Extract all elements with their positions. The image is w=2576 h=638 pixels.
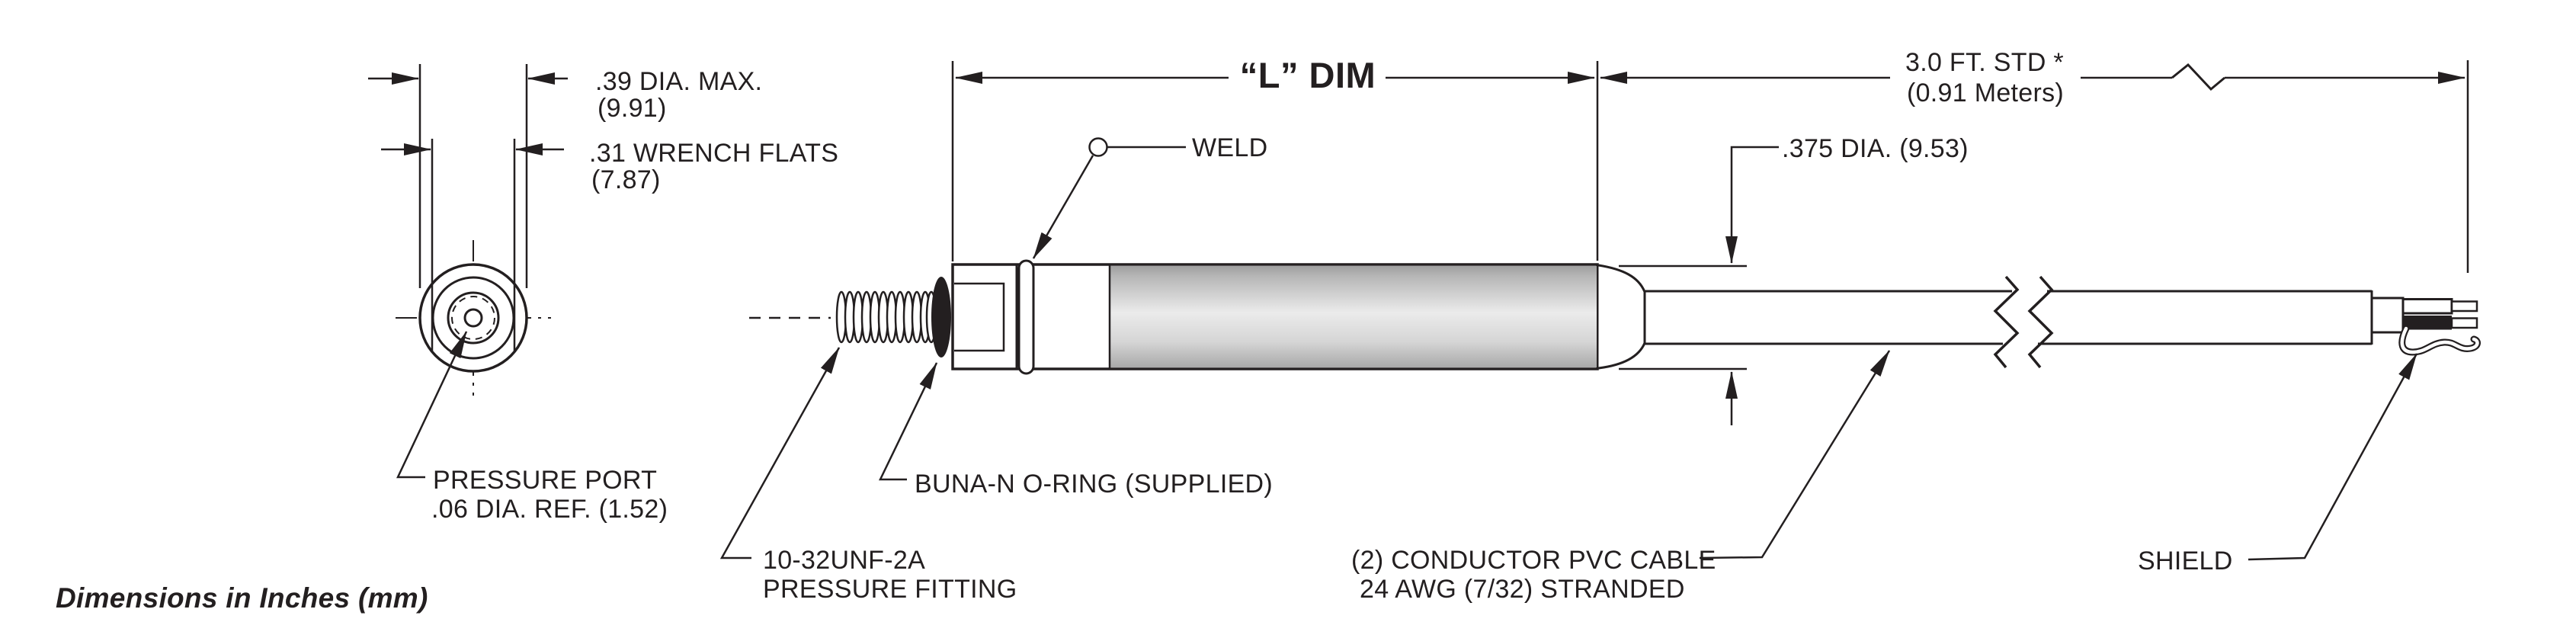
labels: .39 DIA. MAX. (9.91) .31 WRENCH FLATS (7…	[56, 48, 2233, 614]
pressure-port-label-line1: PRESSURE PORT	[433, 466, 657, 495]
weld-leader-balloon	[1088, 137, 1108, 157]
units-note: Dimensions in Inches (mm)	[56, 582, 428, 614]
threaded-fitting	[835, 290, 937, 344]
cable-break-zigzag-right	[2027, 275, 2054, 369]
cable-length-label-line2: (0.91 Meters)	[1907, 79, 2064, 107]
thread-dashed-circle	[451, 296, 495, 340]
inner-insulation-block	[2370, 297, 2405, 334]
body-taper-dome	[1598, 264, 1646, 370]
side-view	[749, 259, 2481, 375]
wrench-flats-label-line2: (7.87)	[591, 165, 661, 194]
weld-leader	[1032, 155, 1094, 259]
pressure-port-leader	[396, 331, 468, 479]
shield-drain-wire	[2400, 326, 2479, 354]
l-dim-label: “L” DIM	[1240, 55, 1376, 95]
shield-label: SHIELD	[2138, 547, 2233, 575]
oring-label: BUNA-N O-RING (SUPPLIED)	[915, 470, 1273, 499]
dia-max-label-line2: (9.91)	[598, 94, 667, 123]
o-ring	[931, 277, 951, 357]
body-dia-arrow-top	[1725, 146, 1779, 264]
cable-stripped-end	[2370, 297, 2481, 356]
cable-length-label-line1: 3.0 FT. STD *	[1905, 48, 2064, 77]
fitting-label-line1: 10-32UNF-2A	[763, 546, 925, 575]
end-view	[368, 64, 568, 479]
black-wire-bare-conductor	[2450, 317, 2478, 329]
oring-leader	[879, 362, 938, 481]
fitting-label-line2: PRESSURE FITTING	[763, 575, 1017, 604]
cable-label-line2: 24 AWG (7/32) STRANDED	[1360, 575, 1685, 604]
hex-flat-face-line	[954, 282, 1005, 352]
fitting-leader	[719, 347, 841, 559]
cable-label-leader	[1699, 350, 1891, 559]
cable-length-break-symbol	[2171, 63, 2225, 91]
cable-break-zigzag-left	[1993, 275, 2020, 369]
wrench-flats-label-line1: .31 WRENCH FLATS	[589, 139, 838, 168]
weld-label: WELD	[1192, 133, 1267, 162]
pressure-port-label-line2: .06 DIA. REF. (1.52)	[431, 495, 668, 524]
cable-label-line1: (2) CONDUCTOR PVC CABLE	[1351, 546, 1716, 575]
cable	[1644, 275, 2373, 369]
sensor-body-gray-tube	[1110, 266, 1597, 367]
pressure-port-hole	[463, 308, 483, 328]
body-dia-label: .375 DIA. (9.53)	[1782, 134, 1969, 163]
dia-max-label-line1: .39 DIA. MAX.	[595, 67, 762, 96]
dimensions	[719, 60, 2469, 561]
black-wire	[2403, 316, 2452, 330]
red-wire	[2401, 298, 2453, 315]
red-wire-bare-conductor	[2450, 300, 2478, 313]
weld-bead	[1017, 259, 1035, 375]
shield-leader	[2248, 353, 2418, 561]
